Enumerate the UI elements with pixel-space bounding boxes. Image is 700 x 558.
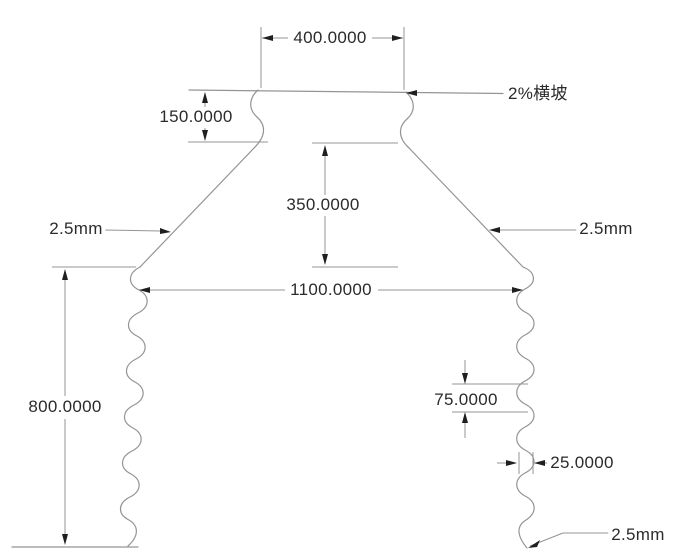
arrow-25-right xyxy=(534,460,545,466)
slope-line-right xyxy=(408,147,524,268)
bottom-scale-note: 2.5mm xyxy=(608,526,668,544)
arrow-1100-left xyxy=(139,287,150,293)
leader-left-scale xyxy=(103,229,162,232)
arrow-bottom-scale xyxy=(528,540,540,548)
dim-top-width-label: 400.0000 xyxy=(290,29,370,47)
arrow-1100-right xyxy=(512,287,523,293)
arrow-right-scale xyxy=(489,227,500,233)
arrow-400-left xyxy=(262,35,273,41)
top-surface-line xyxy=(188,89,504,95)
right-scale-note: 2.5mm xyxy=(576,220,636,238)
arrow-left-scale xyxy=(160,228,171,234)
break-line-top-left xyxy=(250,89,265,148)
break-line-top-right xyxy=(399,91,414,149)
dim-lower-height-label: 800.0000 xyxy=(25,398,105,416)
cross-slope-note: 2%横坡 xyxy=(505,85,571,103)
object-lines xyxy=(11,89,535,549)
break-line-left-long xyxy=(119,266,148,547)
arrow-350-bottom xyxy=(322,254,328,265)
arrow-75-top xyxy=(462,373,468,384)
arrow-400-right xyxy=(392,35,403,41)
arrow-150-bottom xyxy=(202,130,208,141)
arrow-25-left xyxy=(506,460,517,466)
break-line-right-long xyxy=(516,266,535,549)
dim-base-width-label: 1100.0000 xyxy=(287,281,375,299)
arrowheads xyxy=(62,35,545,548)
arrow-800-top xyxy=(62,269,68,280)
dim-upper-height-label: 350.0000 xyxy=(283,196,363,214)
arrow-slope-leader xyxy=(406,90,417,96)
dim-layer-width-label: 25.0000 xyxy=(547,454,617,472)
dim-surface-thickness-label: 150.0000 xyxy=(156,108,236,126)
arrow-800-bottom xyxy=(62,534,68,545)
arrow-150-top xyxy=(202,92,208,103)
arrow-350-top xyxy=(322,145,328,156)
arrow-75-bottom xyxy=(462,412,468,423)
dim-layer-spacing-label: 75.0000 xyxy=(431,391,501,409)
slope-line-left xyxy=(139,146,256,268)
left-scale-note: 2.5mm xyxy=(46,220,106,238)
